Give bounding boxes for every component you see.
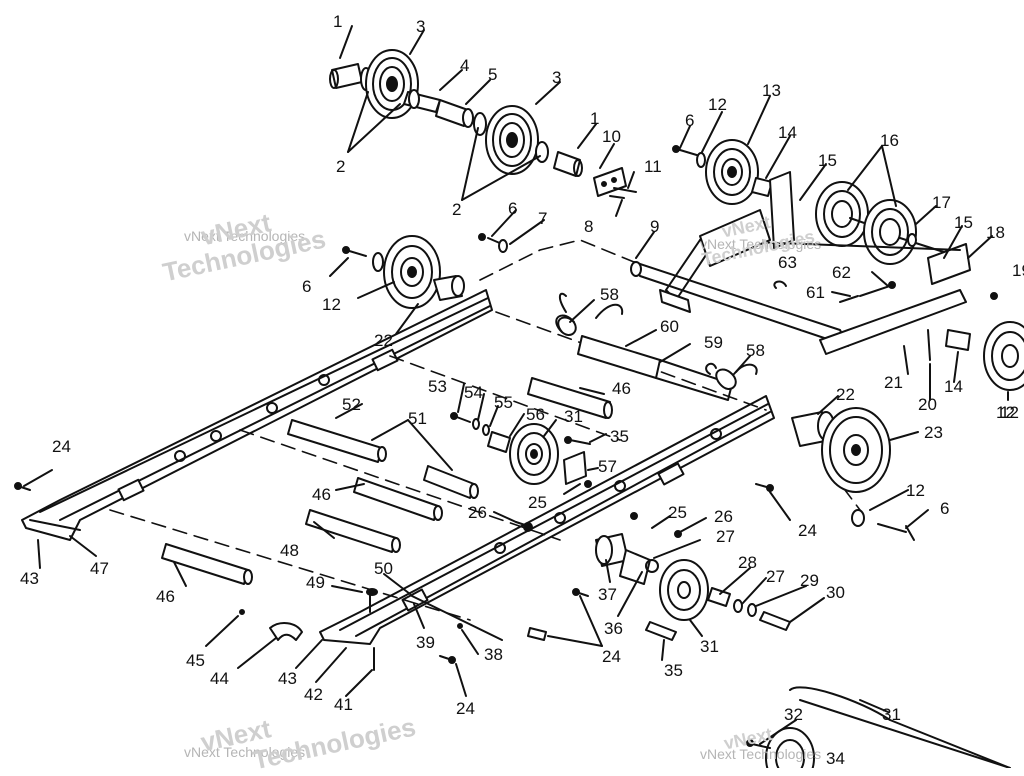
callout-60: 60 xyxy=(660,317,679,336)
callout-3b: 3 xyxy=(552,68,561,87)
callout-24c: 24 xyxy=(602,647,621,666)
callout-15: 15 xyxy=(818,151,837,170)
callout-46c: 46 xyxy=(156,587,175,606)
callout-17: 17 xyxy=(932,193,951,212)
callout-52: 52 xyxy=(342,395,361,414)
callout-37: 37 xyxy=(598,585,617,604)
callout-1: 1 xyxy=(333,12,342,31)
callout-23: 23 xyxy=(924,423,943,442)
front-arm-assembly xyxy=(630,139,1024,391)
callout-10: 10 xyxy=(602,127,621,146)
callout-1b: 1 xyxy=(590,109,599,128)
callout-61: 61 xyxy=(806,283,825,302)
callout-8: 8 xyxy=(584,217,593,236)
callout-2b: 2 xyxy=(452,200,461,219)
callout-19: 19 xyxy=(1012,261,1024,280)
callout-22: 22 xyxy=(374,331,393,350)
callout-12: 12 xyxy=(708,95,727,114)
callout-38: 38 xyxy=(484,645,503,664)
callout-48: 48 xyxy=(280,541,299,560)
callout-31b: 31 xyxy=(700,637,719,656)
callout-11: 11 xyxy=(644,157,662,176)
callout-14b: 14 xyxy=(944,377,963,396)
callout-31c: 31 xyxy=(882,705,901,724)
callout-25b: 25 xyxy=(668,503,687,522)
callout-50: 50 xyxy=(374,559,393,578)
callout-42: 42 xyxy=(304,685,323,704)
callout-24b: 24 xyxy=(798,521,817,540)
callout-6d: 6 xyxy=(940,499,949,518)
callout-12d: 12 xyxy=(906,481,925,500)
callout-16: 16 xyxy=(880,131,899,150)
callout-34: 34 xyxy=(826,749,845,768)
callout-45: 45 xyxy=(186,651,205,670)
callout-47: 47 xyxy=(90,559,109,578)
callout-29: 29 xyxy=(800,571,819,590)
slide-rail-left xyxy=(21,289,493,541)
callout-35b: 35 xyxy=(664,661,683,680)
callout-41: 41 xyxy=(334,695,353,714)
callout-14: 14 xyxy=(778,123,797,142)
callout-51: 51 xyxy=(408,409,427,428)
callout-62: 62 xyxy=(832,263,851,282)
callout-5: 5 xyxy=(488,65,497,84)
callout-58: 58 xyxy=(600,285,619,304)
callout-15b: 15 xyxy=(954,213,973,232)
torsion-spring-shaft xyxy=(555,292,758,401)
callout-20: 20 xyxy=(918,395,937,414)
callout-4: 4 xyxy=(460,56,469,75)
callout-46b: 46 xyxy=(312,485,331,504)
callout-22b: 22 xyxy=(836,385,855,404)
callout-24: 24 xyxy=(52,437,71,456)
callout-31: 31 xyxy=(564,407,583,426)
callout-36: 36 xyxy=(604,619,623,638)
callout-57: 57 xyxy=(598,457,617,476)
callout-6c: 6 xyxy=(302,277,311,296)
callout-13: 13 xyxy=(762,81,781,100)
callout-26: 26 xyxy=(468,503,487,522)
callout-58b: 58 xyxy=(746,341,765,360)
callout-12b: 12 xyxy=(322,295,341,314)
callout-49: 49 xyxy=(306,573,325,592)
callout-9: 9 xyxy=(650,217,659,236)
callout-32: 32 xyxy=(784,705,803,724)
callout-27b: 27 xyxy=(766,567,785,586)
large-idler-wheel xyxy=(821,407,891,493)
callout-21: 21 xyxy=(884,373,903,392)
callout-7: 7 xyxy=(538,209,547,228)
callout-27: 27 xyxy=(716,527,735,546)
callout-39: 39 xyxy=(416,633,435,652)
callout-44: 44 xyxy=(210,669,229,688)
idler-wheel xyxy=(365,49,419,119)
callout-56: 56 xyxy=(526,405,545,424)
callout-35: 35 xyxy=(610,427,629,446)
rear-axle-assembly xyxy=(329,49,637,199)
callout-43: 43 xyxy=(20,569,39,588)
callout-55: 55 xyxy=(494,393,513,412)
slide-rail-right xyxy=(319,395,775,645)
callout-30: 30 xyxy=(826,583,845,602)
callout-12e: 12 xyxy=(996,403,1015,422)
callout-63: 63 xyxy=(778,253,797,272)
callout-6: 6 xyxy=(685,111,694,130)
callout-54: 54 xyxy=(464,383,483,402)
callout-43b: 43 xyxy=(278,669,297,688)
callout-labels: 1 3 4 5 3 2 2 1 10 11 8 6 12 13 14 15 16… xyxy=(20,12,1024,768)
callout-2: 2 xyxy=(336,157,345,176)
callout-26b: 26 xyxy=(714,507,733,526)
callout-6b: 6 xyxy=(508,199,517,218)
callout-3: 3 xyxy=(416,17,425,36)
callout-53: 53 xyxy=(428,377,447,396)
callout-59: 59 xyxy=(704,333,723,352)
callout-24d: 24 xyxy=(456,699,475,718)
callout-12c: 12 xyxy=(1000,403,1019,422)
callout-25: 25 xyxy=(528,493,547,512)
callout-46: 46 xyxy=(612,379,631,398)
callout-28: 28 xyxy=(738,553,757,572)
callout-18: 18 xyxy=(986,223,1005,242)
idler-wheel xyxy=(485,105,539,175)
